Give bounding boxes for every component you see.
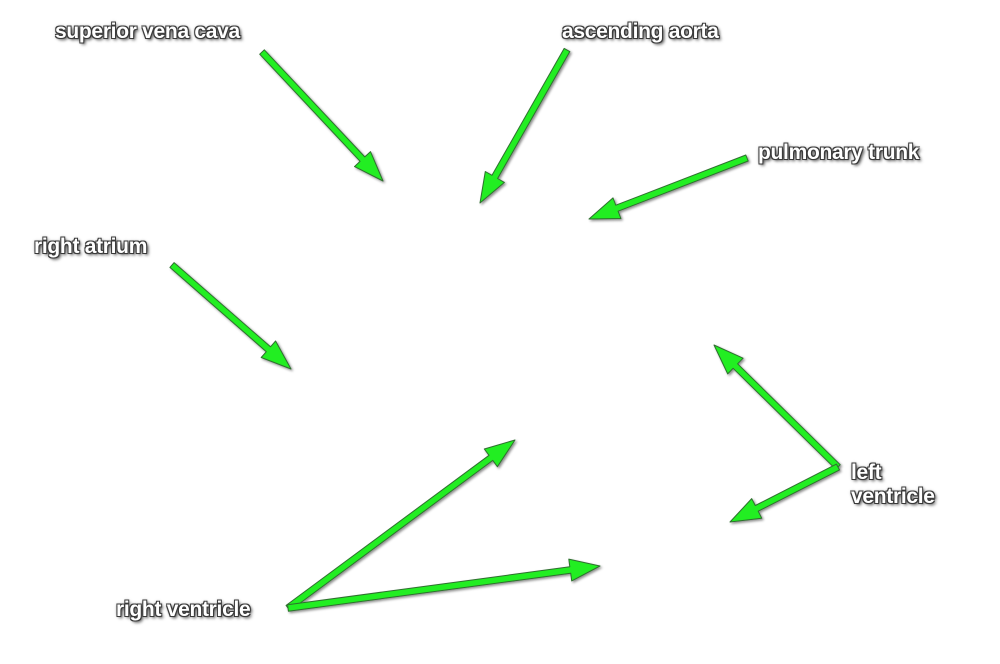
label-right-ventricle: right ventricle [116,598,251,621]
arrow-pulmonary-trunk [588,154,749,220]
arrow-left-ventricle-upper [713,344,841,470]
arrow-right-atrium [169,262,292,370]
label-left-ventricle: left ventricle [851,461,935,509]
arrow-ascending-aorta [479,47,571,204]
label-ascending-aorta: ascending aorta [562,20,719,43]
label-pulmonary-trunk: pulmonary trunk [758,141,920,164]
arrow-right-ventricle-upper [285,439,516,612]
arrow-superior-vena-cava [259,49,384,182]
arrow-right-ventricle-lower [287,558,601,612]
label-right-atrium: right atrium [34,235,148,258]
label-left-ventricle-line-1: left [851,461,882,484]
arrow-left-ventricle-lower [729,463,840,523]
label-superior-vena-cava: superior vena cava [55,20,240,43]
label-left-ventricle-line-2: ventricle [851,485,935,508]
